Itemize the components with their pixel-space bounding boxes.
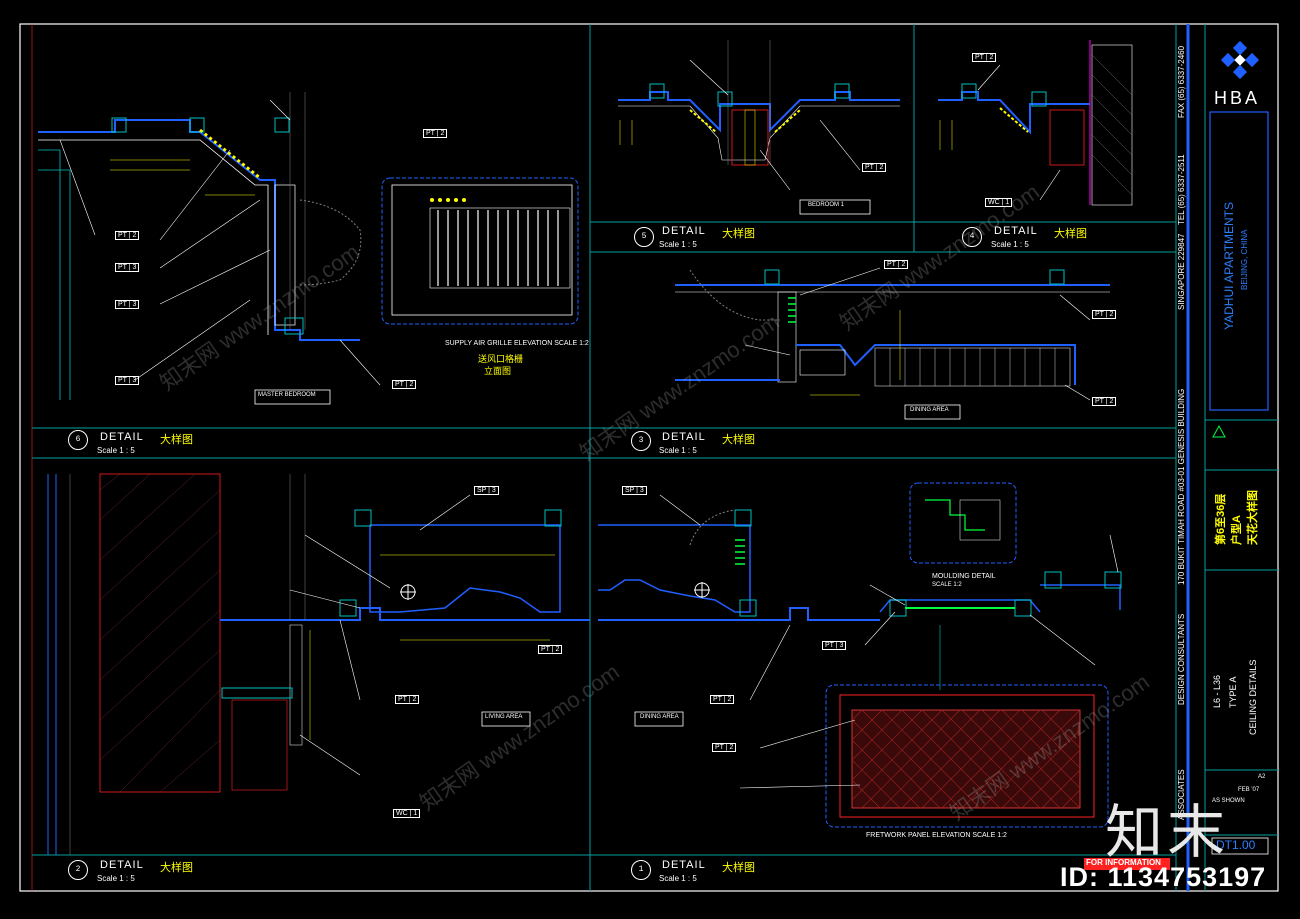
detail-3-scale: Scale 1 : 5 (659, 446, 697, 455)
detail-6-number: 6 (68, 430, 88, 450)
project-location: BEIJING, CHINA (1240, 229, 1249, 290)
zhimo-brand-mark: 知末 (1105, 798, 1230, 866)
tag-pt2: PT | 2 (972, 53, 997, 62)
detail-3-number: 3 (631, 431, 651, 451)
sheet-date: FEB '07 (1238, 787, 1260, 793)
detail-5-number: 5 (634, 227, 654, 247)
moulding-detail-title: MOULDING DETAIL (932, 573, 996, 580)
firm-name: DESIGN CONSULTANTS (1177, 613, 1186, 705)
detail-2-title-cn: 大样图 (160, 862, 193, 874)
detail-5-scale: Scale 1 : 5 (659, 240, 697, 249)
room-label-dining-area: DINING AREA (910, 407, 949, 413)
tag-pt3: PT | 3 (115, 376, 140, 385)
detail-6-title-cn: 大样图 (160, 434, 193, 446)
room-label-living-area: LIVING AREA (485, 714, 523, 720)
hba-logo-text: HBA (1214, 88, 1261, 108)
fretwork-elevation-title: FRETWORK PANEL ELEVATION SCALE 1:2 (866, 832, 1007, 839)
detail-2-drawing (47, 473, 590, 855)
detail-1-drawing (598, 482, 1122, 828)
tag-sp3: SP | 3 (474, 486, 499, 495)
detail-6-scale: Scale 1 : 5 (97, 446, 135, 455)
fretwork-pattern (851, 709, 1081, 809)
tag-pt2: PT | 2 (538, 645, 563, 654)
sheet-size: A2 (1258, 774, 1266, 780)
tag-wc1: WC | 1 (985, 198, 1013, 207)
detail-6-drawing (38, 92, 579, 405)
unit-type: TYPE A (1228, 676, 1238, 708)
detail-5-drawing (618, 40, 900, 215)
tag-sp3: SP | 3 (622, 486, 647, 495)
tag-pt2: PT | 2 (395, 695, 420, 704)
firm-address: 170 BUKIT TIMAH ROAD #03-01 GENESIS BUIL… (1177, 388, 1186, 585)
detail-4-number: 4 (962, 227, 982, 247)
tag-pt2: PT | 2 (862, 163, 887, 172)
detail-1-scale: Scale 1 : 5 (659, 874, 697, 883)
supply-air-elevation-title-cn: 送风口格栅 (478, 354, 524, 364)
tag-pt2: PT | 2 (115, 231, 140, 240)
room-label-dining-area-2: DINING AREA (640, 714, 679, 720)
firm-tel: TEL (65) 6337-2511 (1177, 154, 1186, 225)
unit-type-cn: 户型A (1231, 515, 1243, 545)
panel-grid (32, 24, 1206, 891)
detail-2-scale: Scale 1 : 5 (97, 874, 135, 883)
sheet-border (19, 23, 1279, 892)
tag-pt3: PT | 3 (822, 641, 847, 650)
detail-4-title: DETAIL (994, 225, 1038, 237)
image-id-label: ID: 1134753197 (1060, 862, 1267, 892)
tag-pt2: PT | 2 (712, 743, 737, 752)
tag-pt3: PT | 3 (115, 263, 140, 272)
detail-3-drawing (675, 267, 1110, 420)
detail-6-title: DETAIL (100, 431, 144, 443)
detail-5-title-cn: 大样图 (722, 228, 755, 240)
detail-1-title-cn: 大样图 (722, 862, 755, 874)
floor-range: L6 - L36 (1212, 674, 1222, 708)
tag-pt3: PT | 3 (115, 300, 140, 309)
drawing-name: CEILING DETAILS (1248, 659, 1258, 735)
tag-pt2: PT | 2 (710, 695, 735, 704)
drawing-number: DT1.00 (1216, 838, 1256, 852)
detail-3-title: DETAIL (662, 431, 706, 443)
detail-4-title-cn: 大样图 (1054, 228, 1087, 240)
supply-air-elevation-title-cn2: 立面图 (484, 366, 512, 376)
room-label-master-bedroom: MASTER BEDROOM (258, 392, 316, 398)
detail-4-drawing (938, 40, 1133, 206)
firm-postal: SINGAPORE 229847 (1177, 233, 1186, 310)
supply-air-elevation-title: SUPPLY AIR GRILLE ELEVATION SCALE 1:2 (445, 340, 589, 347)
for-information-stamp: FOR INFORMATION (1086, 858, 1161, 867)
tag-pt2: PT | 2 (423, 129, 448, 138)
project-name: YADHUI APARTMENTS (1222, 201, 1236, 330)
tag-pt2: PT | 2 (1092, 310, 1117, 319)
tag-wc1: WC | 1 (393, 809, 421, 818)
tag-pt2: PT | 2 (1092, 397, 1117, 406)
drawing-name-cn: 天花大样图 (1247, 490, 1259, 545)
moulding-detail-scale: SCALE 1:2 (932, 582, 962, 588)
room-label-bedroom1: BEDROOM 1 (808, 202, 845, 208)
floor-range-cn: 第6至36层 (1215, 493, 1227, 545)
tag-pt2: PT | 2 (884, 260, 909, 269)
title-block (1084, 111, 1278, 870)
sheet-scale: AS SHOWN (1212, 798, 1245, 804)
detail-1-title: DETAIL (662, 859, 706, 871)
detail-2-title: DETAIL (100, 859, 144, 871)
tag-pt2: PT | 2 (392, 380, 417, 389)
detail-1-number: 1 (631, 860, 651, 880)
detail-3-title-cn: 大样图 (722, 434, 755, 446)
detail-5-title: DETAIL (662, 225, 706, 237)
firm-fax: FAX (65) 6337-2460 (1177, 45, 1186, 118)
detail-2-number: 2 (68, 860, 88, 880)
hba-logo-mark (1220, 40, 1260, 80)
detail-4-scale: Scale 1 : 5 (991, 240, 1029, 249)
